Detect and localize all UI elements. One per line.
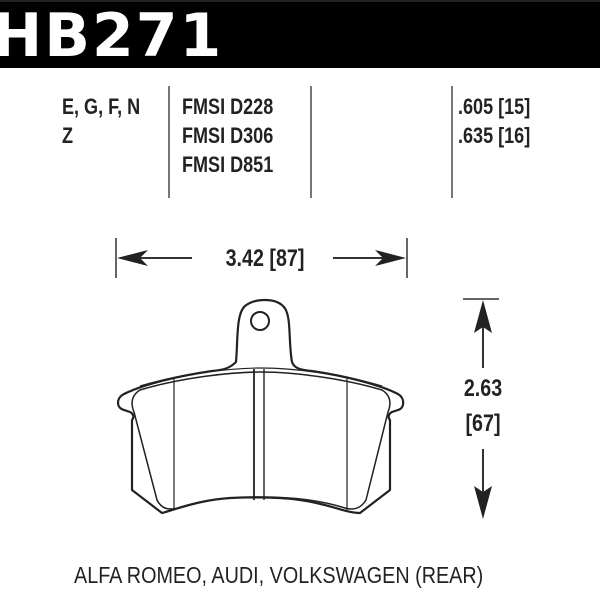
- fmsi-code: FMSI D851: [182, 152, 274, 177]
- compound-list: E, G, F, N Z: [62, 92, 140, 150]
- height-dimension-inches: 2.63: [463, 375, 503, 402]
- fmsi-list: FMSI D228 FMSI D306 FMSI D851: [182, 92, 273, 179]
- height-dimension-mm: [67]: [465, 410, 501, 437]
- fmsi-code: FMSI D306: [182, 123, 274, 148]
- compound-line: Z: [62, 123, 74, 148]
- vehicle-application: ALFA ROMEO, AUDI, VOLKSWAGEN (REAR): [74, 562, 484, 588]
- thickness-list: .605 [15] .635 [16]: [458, 92, 530, 150]
- fmsi-code: FMSI D228: [182, 94, 274, 119]
- width-arrow-icon: [115, 238, 408, 278]
- pad-outline: [116, 298, 405, 515]
- column-divider: [168, 86, 170, 198]
- compound-line: E, G, F, N: [62, 94, 141, 119]
- header-bar: HB271: [0, 0, 600, 68]
- column-divider: [451, 86, 453, 198]
- column-divider: [310, 86, 312, 198]
- thickness-value: .605 [15]: [458, 94, 531, 119]
- width-dimension-label: 3.42 [87]: [225, 245, 305, 272]
- height-arrow-icon: [463, 298, 499, 519]
- part-number-title: HB271: [0, 1, 224, 71]
- thickness-value: .635 [16]: [458, 123, 531, 148]
